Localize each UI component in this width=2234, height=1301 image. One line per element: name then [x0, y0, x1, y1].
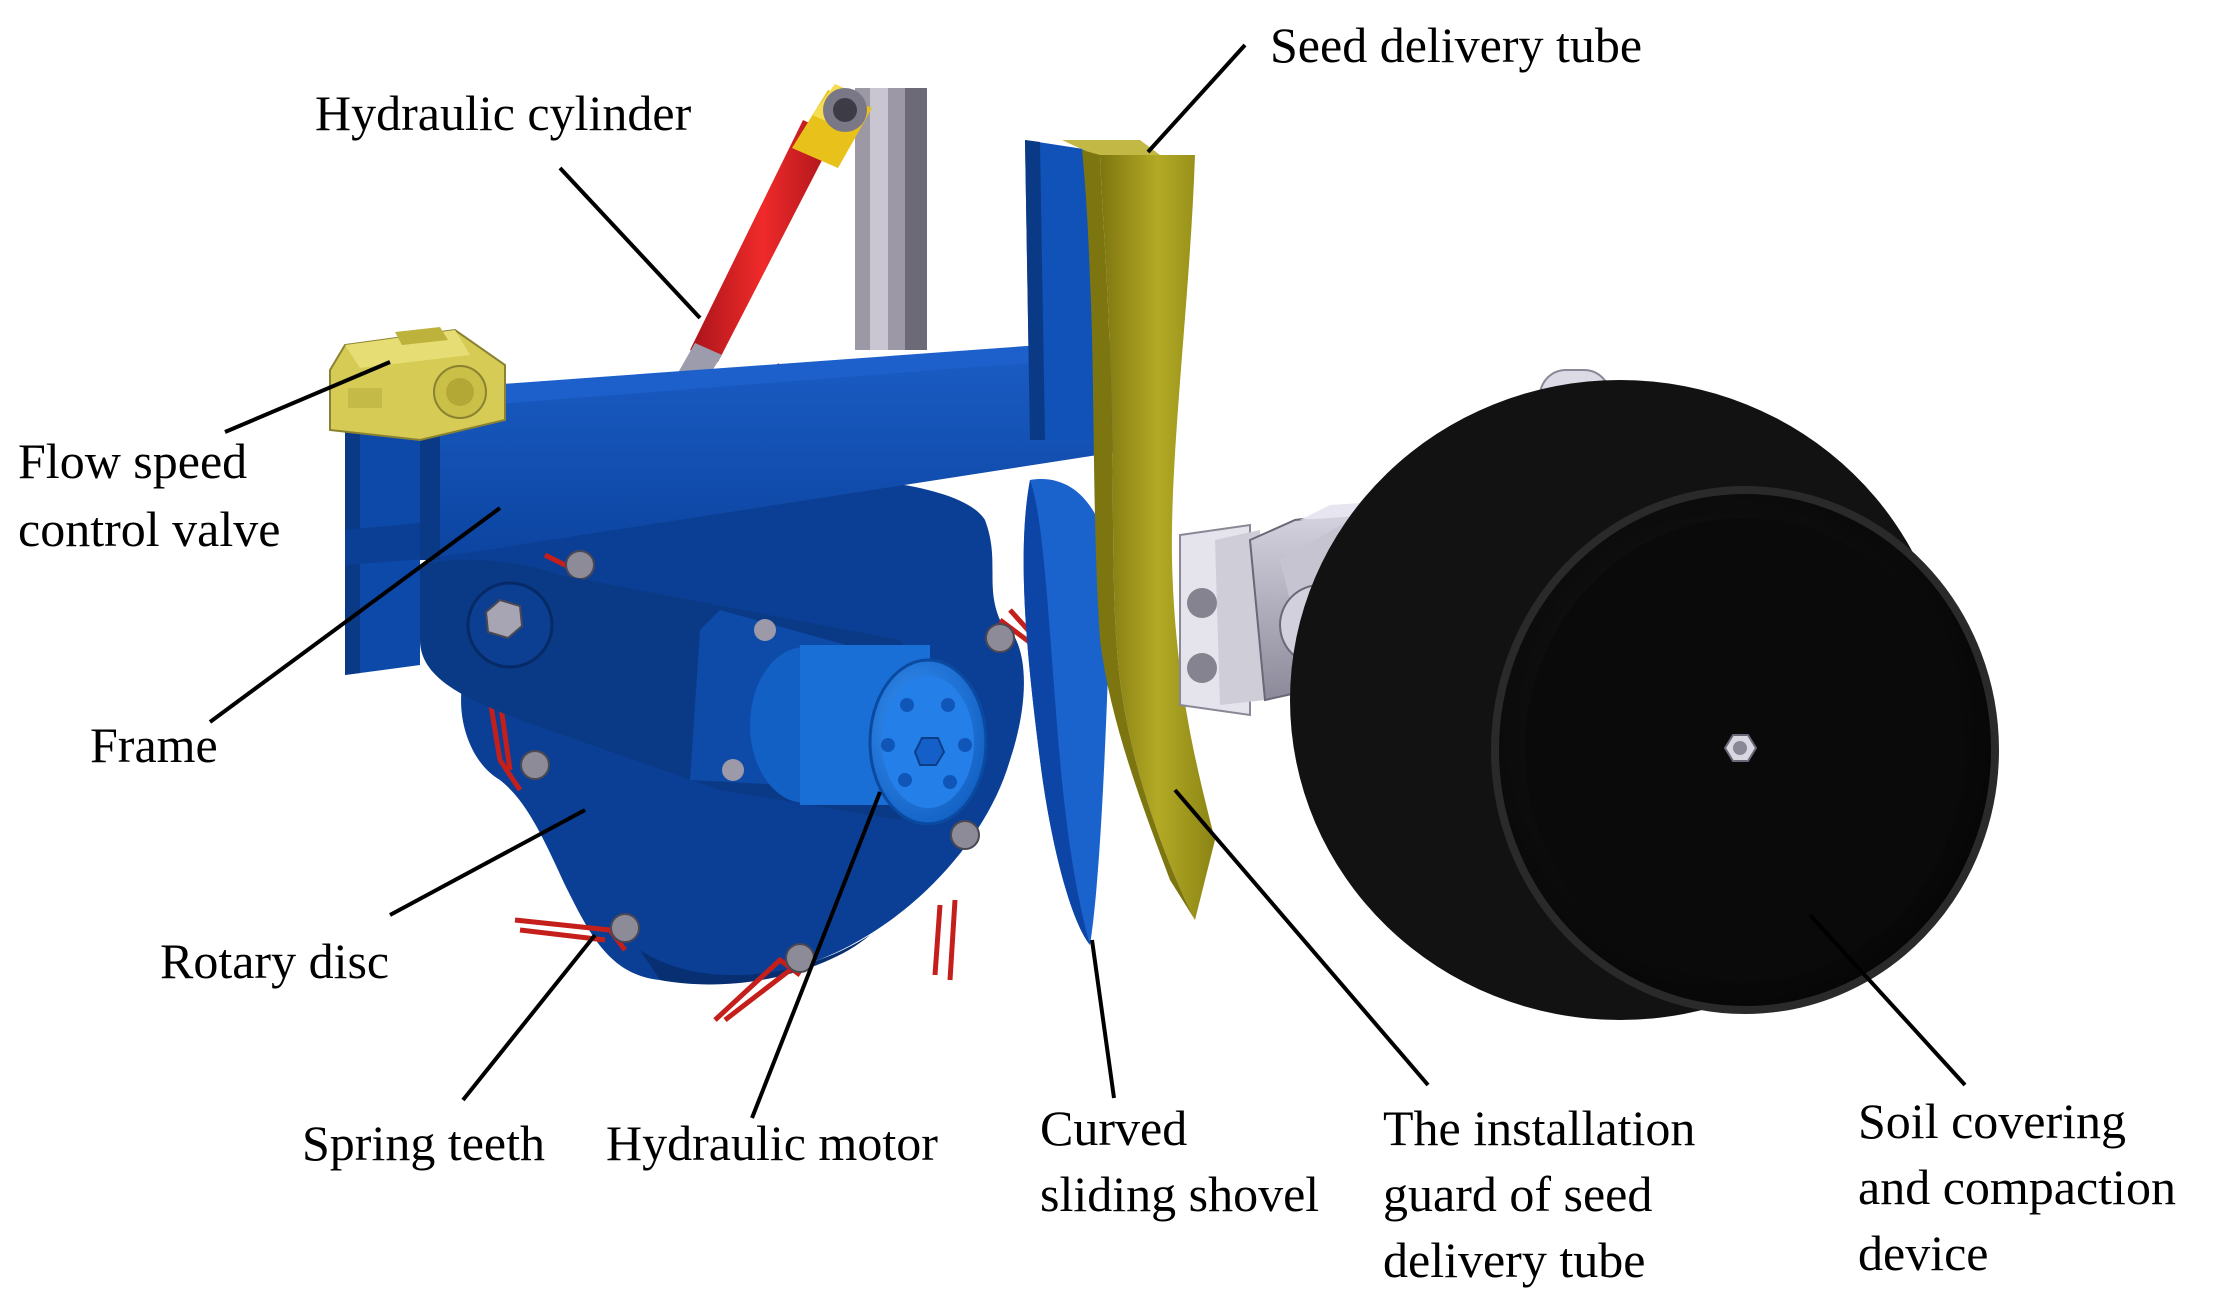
- label-flow-speed-control-valve-line1: Flow speed: [18, 433, 247, 489]
- leader-lines: [208, 43, 1967, 1119]
- leader-rotary-disc: [389, 808, 586, 917]
- label-curved-sliding-shovel: Curved sliding shovel: [1040, 1100, 1319, 1222]
- label-flow-speed-control-valve: Flow speed control valve: [18, 433, 280, 557]
- label-hydraulic-motor: Hydraulic motor: [606, 1115, 938, 1171]
- leader-seed-delivery-tube: [1146, 43, 1247, 154]
- curved-sliding-shovel: [1023, 479, 1112, 945]
- label-frame: Frame: [90, 717, 218, 773]
- hydraulic-motor: [750, 645, 988, 826]
- label-curved-sliding-shovel-line1: Curved: [1040, 1100, 1187, 1156]
- label-seed-delivery-tube: Seed delivery tube: [1270, 17, 1642, 73]
- label-soil-covering-device-line3: device: [1858, 1225, 1988, 1281]
- frame: [345, 140, 1130, 675]
- compaction-wheel: [1290, 380, 1999, 1020]
- leader-soil-covering-device: [1808, 913, 1967, 1087]
- label-soil-covering-device: Soil covering and compaction device: [1858, 1093, 2188, 1281]
- label-installation-guard-line1: The installation: [1383, 1100, 1695, 1156]
- leader-curved-sliding-shovel: [1090, 939, 1116, 1099]
- leader-flow-speed-control-valve: [224, 360, 391, 434]
- leader-installation-guard: [1173, 788, 1430, 1087]
- label-spring-teeth: Spring teeth: [302, 1115, 545, 1171]
- flow-speed-control-valve: [329, 327, 506, 442]
- leader-spring-teeth: [461, 933, 597, 1102]
- support-post: [855, 88, 927, 350]
- label-rotary-disc: Rotary disc: [160, 933, 389, 989]
- seed-tube-guard: [1062, 140, 1215, 920]
- label-installation-guard-line3: delivery tube: [1383, 1232, 1645, 1288]
- labels: Seed delivery tube Hydraulic cylinder Fl…: [18, 17, 2188, 1288]
- label-installation-guard: The installation guard of seed delivery …: [1383, 1100, 1708, 1288]
- label-curved-sliding-shovel-line2: sliding shovel: [1040, 1166, 1319, 1222]
- label-flow-speed-control-valve-line2: control valve: [18, 501, 280, 557]
- label-soil-covering-device-line1: Soil covering: [1858, 1093, 2126, 1149]
- label-soil-covering-device-line2: and compaction: [1858, 1159, 2176, 1215]
- hydraulic-cylinder: [675, 84, 872, 390]
- label-hydraulic-cylinder: Hydraulic cylinder: [315, 85, 692, 141]
- leader-hydraulic-motor: [750, 791, 882, 1119]
- label-installation-guard-line2: guard of seed: [1383, 1166, 1652, 1222]
- leader-hydraulic-cylinder: [558, 166, 702, 320]
- leader-frame: [208, 506, 502, 724]
